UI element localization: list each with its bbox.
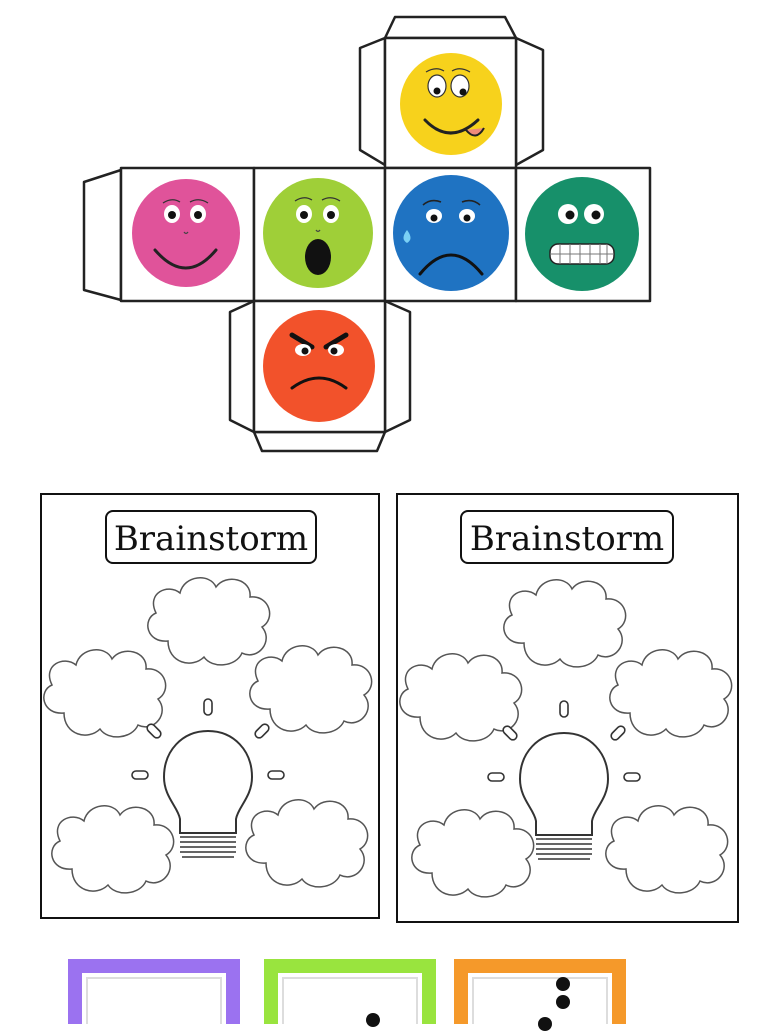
- emotion-dice-net: [82, 15, 652, 453]
- cloud-bottom-left: [51, 805, 175, 894]
- dot: [538, 1017, 552, 1031]
- dot: [556, 977, 570, 991]
- brainstorm-title-box: [105, 510, 317, 564]
- surprised-face-emoji: [263, 178, 373, 288]
- left-side-tab: [82, 168, 123, 302]
- bottom-face-right-tab: [383, 299, 412, 434]
- bottom-face-left-tab: [228, 299, 256, 434]
- dot-card-green: [264, 959, 436, 1027]
- cloud-top: [503, 579, 627, 668]
- brainstorm-title: Brainstorm: [470, 519, 664, 559]
- top-face-top-tab: [383, 15, 518, 40]
- cloud-right: [609, 649, 733, 738]
- dot-card-purple: [68, 959, 240, 1024]
- angry-face-emoji: [263, 310, 375, 422]
- brainstorm-card-1: Brainstorm: [40, 493, 380, 919]
- cloud-right: [249, 645, 373, 734]
- top-face-right-tab: [514, 36, 545, 167]
- top-face-left-tab: [358, 36, 387, 167]
- cloud-bottom-right: [245, 799, 369, 888]
- dot: [556, 995, 570, 1009]
- dot: [366, 1013, 380, 1027]
- cloud-top: [147, 577, 271, 666]
- silly-face-emoji: [400, 53, 502, 155]
- sad-face-emoji: [393, 175, 509, 291]
- cloud-left: [43, 649, 167, 738]
- brainstorm-title-box: [460, 510, 674, 564]
- happy-face-emoji: [132, 179, 240, 287]
- dot-card-orange: [454, 959, 626, 1031]
- cloud-bottom-right: [605, 805, 729, 894]
- brainstorm-title: Brainstorm: [114, 519, 308, 559]
- scared-face-emoji: [525, 177, 639, 291]
- cloud-bottom-left: [411, 809, 535, 898]
- bottom-face-bottom-tab: [252, 430, 387, 453]
- brainstorm-card-2: Brainstorm: [396, 493, 739, 923]
